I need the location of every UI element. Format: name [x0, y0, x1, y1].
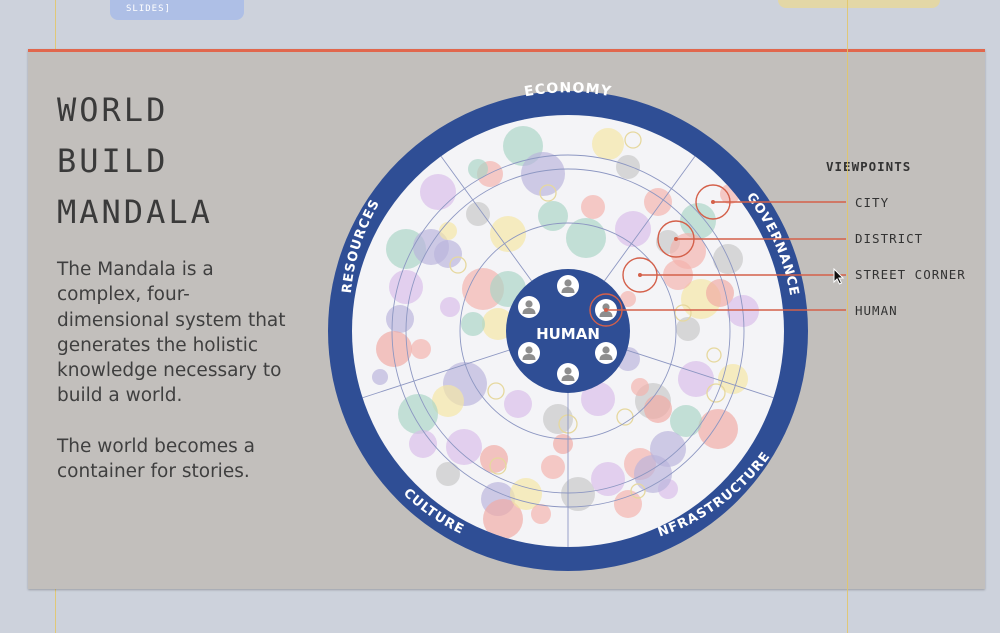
person-icon [595, 342, 617, 364]
slide-body-text: The Mandala is a complex, four-dimension… [57, 259, 286, 483]
bubble [543, 404, 573, 434]
bubble [468, 159, 488, 179]
callout-dot-city [711, 200, 715, 204]
bubble [482, 308, 514, 340]
callout-dot-district [674, 237, 678, 241]
bubble [713, 244, 743, 274]
human-icons [518, 275, 617, 385]
mandala-divider-line [604, 155, 696, 282]
bubble [436, 462, 460, 486]
bubble [680, 203, 716, 239]
bubble [644, 395, 672, 423]
bubble [678, 361, 714, 397]
viewpoint-callouts [589, 184, 846, 327]
bubble [616, 155, 640, 179]
bubble [553, 434, 573, 454]
mandala-center-label: HUMAN [536, 325, 600, 343]
bubble [591, 462, 625, 496]
bubble [614, 490, 642, 518]
bubble [386, 305, 414, 333]
mandala-grid-lines [362, 154, 774, 547]
bubble [504, 390, 532, 418]
viewpoint-label-district: DISTRICT [855, 231, 923, 246]
mouse-cursor-icon [833, 268, 845, 285]
bubble [398, 394, 438, 434]
bubble [581, 195, 605, 219]
person-icon [557, 363, 579, 385]
bubble [561, 477, 595, 511]
bubble [631, 378, 649, 396]
title-line-1: WORLD [57, 91, 169, 129]
bubble [541, 455, 565, 479]
title-line-2: BUILD [57, 142, 169, 180]
bubble [439, 222, 457, 240]
bubble [413, 229, 449, 265]
bubble [698, 409, 738, 449]
mandala-divider-line [362, 349, 510, 399]
bubble [521, 152, 565, 196]
slide-tab-chip-yellow[interactable] [778, 0, 940, 8]
bubble [510, 478, 542, 510]
bubble [670, 233, 706, 269]
person-icon [518, 342, 540, 364]
slide-selection-line [28, 49, 985, 52]
bubble [490, 216, 526, 252]
bubble [466, 202, 490, 226]
bubble-outline [674, 304, 692, 322]
bubble [420, 174, 456, 210]
bubble [718, 364, 748, 394]
person-icon [595, 299, 617, 321]
mandala-divider-line [440, 155, 532, 282]
ring-label-economy: ECONOMY [523, 80, 613, 100]
bubble [446, 429, 482, 465]
bubble [566, 218, 606, 258]
bubble [670, 405, 702, 437]
bubble [432, 385, 464, 417]
bubble [634, 455, 672, 493]
bubble-outline [706, 347, 722, 363]
bubble-outline [624, 131, 642, 149]
bubble-outline [630, 483, 646, 499]
bubble [483, 499, 523, 539]
bubble [620, 291, 636, 307]
bubble [372, 369, 388, 385]
bubble [389, 270, 423, 304]
slide-canvas[interactable]: WORLD BUILD MANDALA The Mandala is a com… [28, 49, 985, 589]
mandala-divider-line [626, 349, 774, 399]
guide-line-right [847, 0, 848, 633]
bubble [615, 211, 651, 247]
mandala-diagram: HUMAN ECONOMY RESOURCES GOVERNANCE CULTU… [28, 49, 966, 571]
person-icon [518, 296, 540, 318]
viewpoints-heading: VIEWPOINTS [826, 159, 911, 174]
callout-dot-street-corner [638, 273, 642, 277]
bubble [676, 317, 700, 341]
title-line-3: MANDALA [57, 193, 213, 231]
bubble-outline [449, 256, 467, 274]
bubble [376, 331, 412, 367]
bubble-outline [706, 383, 726, 403]
viewpoint-label-city: CITY [855, 195, 889, 210]
bubble [440, 297, 460, 317]
callout-dot-human [604, 308, 608, 312]
bubble [411, 339, 431, 359]
slide-tab-chip-label: SLIDES] [126, 4, 171, 14]
bubble [461, 312, 485, 336]
bubble [581, 382, 615, 416]
bubble [531, 504, 551, 524]
bubble [592, 128, 624, 160]
bubble-outline [489, 457, 507, 475]
viewpoint-label-street-corner: STREET CORNER [855, 267, 966, 282]
bubble [644, 188, 672, 216]
viewpoint-label-human: HUMAN [855, 303, 898, 318]
person-icon [557, 275, 579, 297]
bubble-outline [487, 382, 505, 400]
slide-title: WORLD BUILD MANDALA [57, 85, 213, 238]
slide-tab-chip[interactable]: SLIDES] [110, 0, 244, 20]
bubble-outline [539, 184, 557, 202]
bubble [409, 430, 437, 458]
